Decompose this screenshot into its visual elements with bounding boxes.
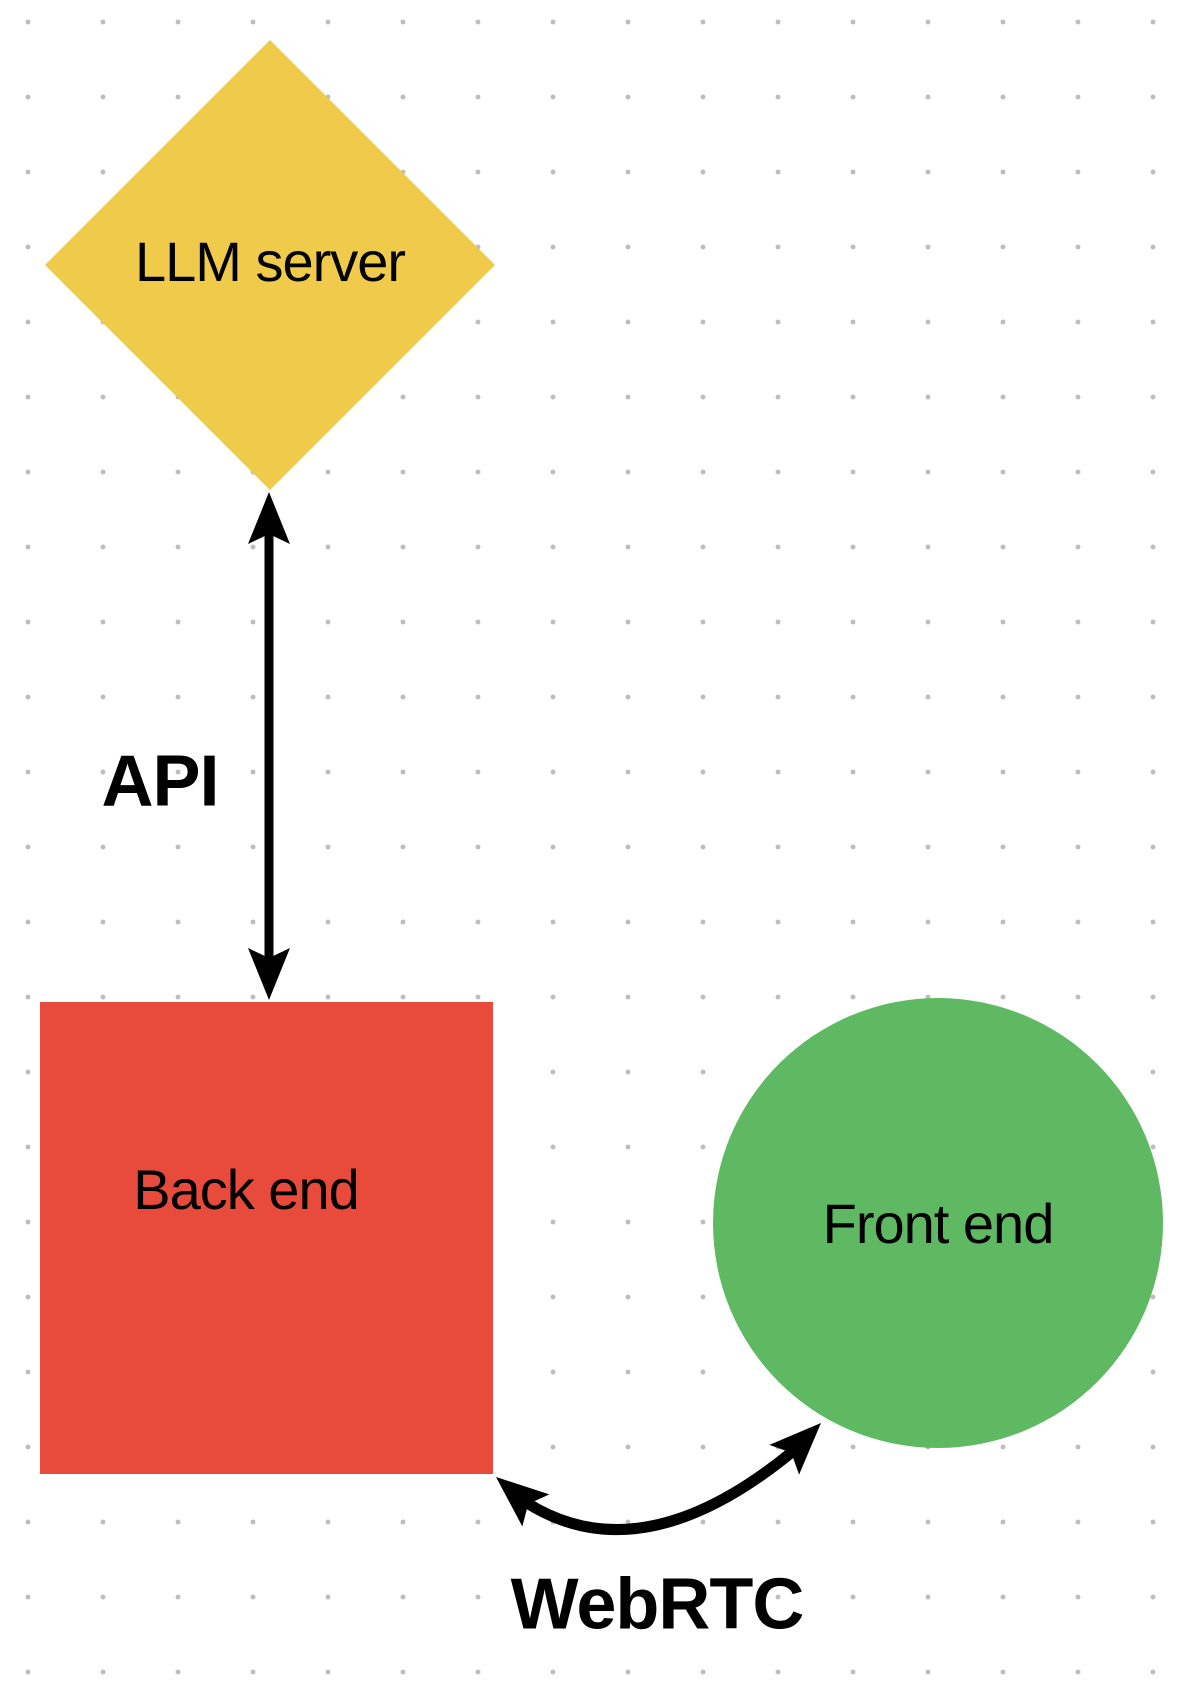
node-label-llm-server: LLM server (134, 230, 406, 294)
node-label-front-end: Front end (822, 1192, 1055, 1256)
webrtc-arrow-shaft (524, 1447, 796, 1536)
node-front-end-circle[interactable] (713, 998, 1163, 1448)
node-label-back-end: Back end (133, 1158, 359, 1222)
api-arrowhead-down-icon (248, 948, 290, 1000)
api-arrowhead-up-icon (248, 492, 290, 544)
edge-label-api[interactable]: API (101, 741, 219, 822)
node-back-end-square[interactable] (40, 1002, 493, 1474)
edge-webrtc-arrow[interactable] (483, 1408, 836, 1536)
edge-label-webrtc[interactable]: WebRTC (510, 1564, 805, 1645)
edge-api-arrow[interactable] (248, 492, 290, 1000)
